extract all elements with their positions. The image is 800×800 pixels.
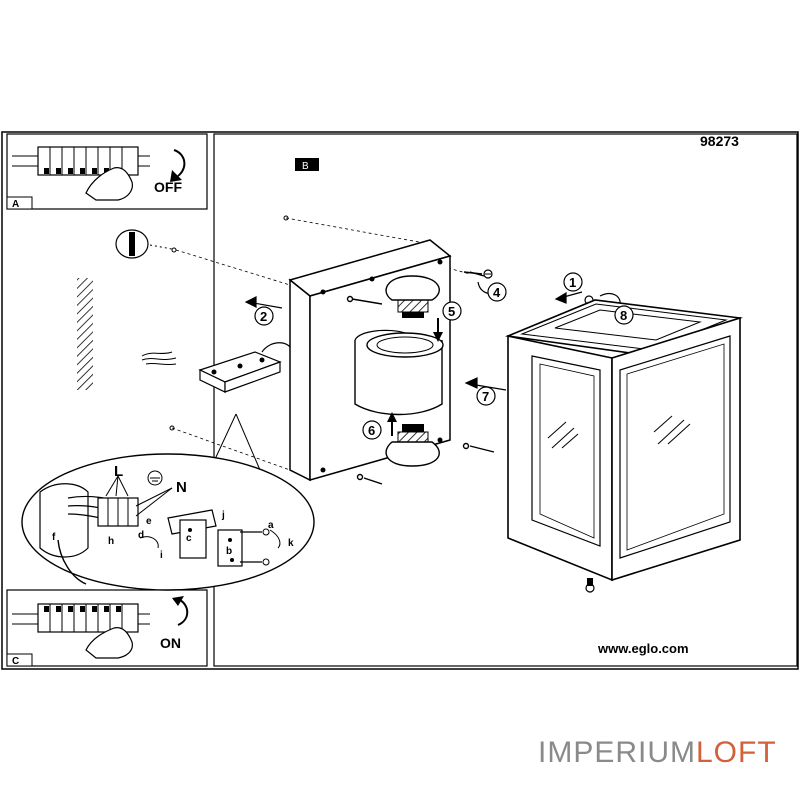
step-number: 1 [563, 272, 583, 292]
hand-icon [85, 627, 133, 659]
part-label: e [146, 516, 152, 527]
step-number: 6 [362, 420, 382, 440]
breaker-block-icon [12, 146, 150, 176]
screw-hole [169, 425, 175, 431]
part-label: d [138, 530, 144, 541]
direction-arrow-icon [244, 271, 583, 391]
svg-text:7: 7 [482, 389, 489, 404]
bulb-top-icon [385, 275, 440, 318]
part-label: j [221, 510, 225, 521]
step-number: 4 [487, 282, 507, 302]
arrow-up-icon [177, 599, 189, 626]
wall-hatch [77, 278, 93, 390]
arrow-down-icon [173, 149, 186, 177]
svg-text:5: 5 [448, 304, 455, 319]
part-label: c [186, 533, 192, 544]
part-label: f [52, 532, 56, 543]
screw-hole [283, 215, 289, 221]
wiring-detail [21, 413, 315, 591]
live-label: L [114, 463, 123, 480]
breaker-block-icon [12, 603, 150, 633]
drill-icon [115, 229, 177, 259]
part-label: a [268, 520, 274, 531]
panel-b: B 98273 www.eglo.com [213, 133, 798, 667]
panel-b-tag: B [302, 161, 309, 172]
switch-on-label: ON [160, 635, 181, 651]
svg-text:2: 2 [260, 309, 267, 324]
bulb-bottom-icon [385, 424, 440, 467]
panel-b-tag-box [295, 158, 319, 171]
panel-a-tag: A [12, 199, 19, 210]
step-number: 2 [254, 306, 274, 326]
svg-text:8: 8 [620, 308, 627, 323]
part-label: b [226, 546, 232, 557]
outer-frame [1, 131, 799, 670]
panel-c-tag-box [6, 653, 33, 667]
brand-watermark-part2: LOFT [696, 736, 777, 769]
hand-icon [85, 167, 133, 201]
model-number: 98273 [700, 133, 739, 149]
screw-icon [346, 271, 495, 485]
step-number: 7 [476, 386, 496, 406]
reflector-cylinder [354, 329, 444, 416]
lantern-housing [504, 299, 744, 586]
step-number: 8 [614, 305, 634, 325]
switch-off-label: OFF [154, 179, 182, 195]
svg-text:4: 4 [493, 285, 501, 300]
panel-a: A OFF [6, 133, 208, 210]
panel-c: C ON [6, 589, 208, 667]
part-label: h [108, 536, 114, 547]
svg-text:1: 1 [569, 275, 576, 290]
website-url: www.eglo.com [597, 641, 689, 656]
svg-text:6: 6 [368, 423, 375, 438]
brand-watermark: IMPERIUMLOFT [538, 736, 777, 769]
part-label: i [160, 550, 163, 561]
neutral-label: N [176, 479, 187, 496]
panel-c-tag: C [12, 656, 19, 667]
step-number: 5 [442, 301, 462, 321]
brand-watermark-part1: IMPERIUM [538, 736, 696, 769]
part-label: k [288, 538, 294, 549]
wire-icon [141, 351, 177, 366]
terminal-box-icon [198, 342, 293, 393]
panel-a-tag-box [6, 196, 33, 210]
